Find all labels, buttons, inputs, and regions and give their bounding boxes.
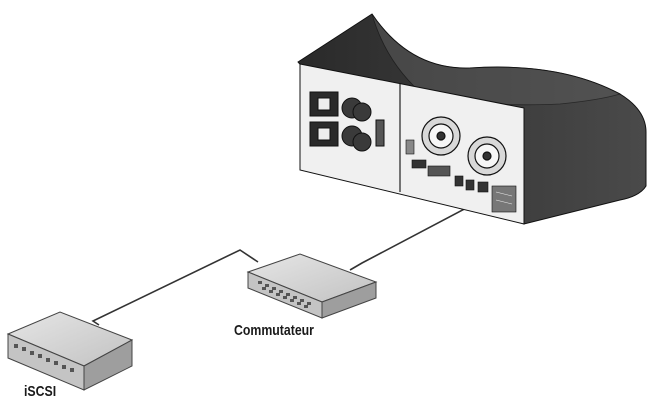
- cable-switch-to-server: [349, 200, 479, 271]
- iscsi-side: [83, 339, 133, 391]
- switch-device: [246, 253, 378, 319]
- connectors: [405, 139, 517, 213]
- iscsi-label: iSCSI: [24, 383, 57, 400]
- server-unit: [297, 13, 647, 225]
- cable-switch-to-iscsi: [91, 249, 259, 326]
- fans: [421, 116, 507, 176]
- iscsi-device: [6, 311, 134, 391]
- switch-ports: [258, 281, 311, 308]
- iscsi-drive-bays: [14, 344, 74, 372]
- switch-label: Commutateur: [234, 322, 314, 339]
- switch-side: [321, 281, 377, 319]
- power-outlets: [309, 91, 385, 152]
